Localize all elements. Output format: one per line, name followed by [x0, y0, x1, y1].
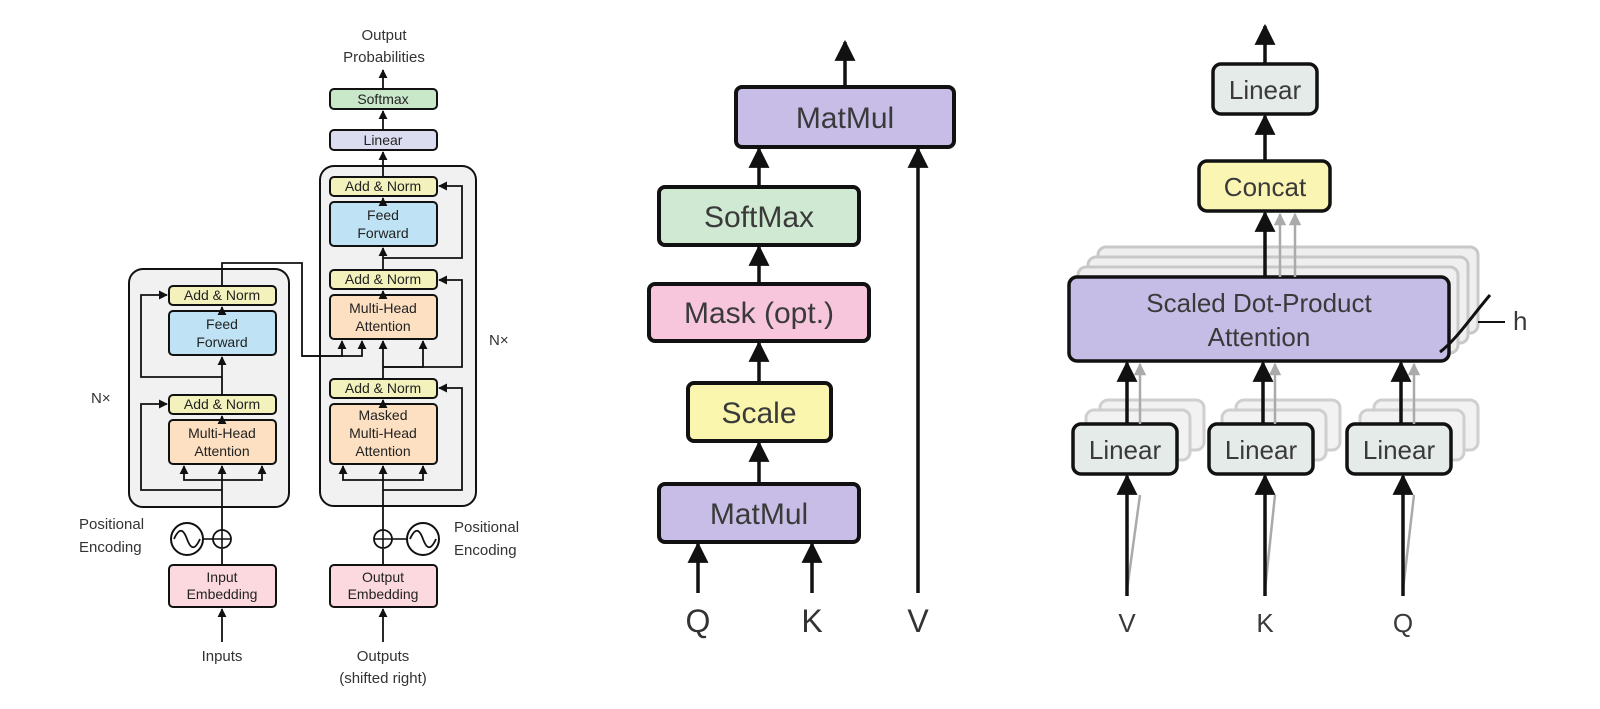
mh-linear-top-label: Linear [1229, 75, 1302, 105]
mh-v-label: V [1118, 608, 1136, 638]
transformer-panel: Output Probabilities Softmax Linear Add … [79, 27, 519, 687]
decoder-add-norm-3-label: Add & Norm [345, 178, 421, 194]
scaled-dot-product-panel: MatMul SoftMax Mask (opt.) Scale MatMul … [647, 39, 956, 639]
linear-k-label: Linear [1225, 435, 1298, 465]
encoder-positional-encoding-line1: Positional [79, 516, 144, 533]
encoder-positional-encoding-line2: Encoding [79, 539, 142, 556]
mh-arrows [1116, 23, 1414, 596]
mh-q-label: Q [1393, 608, 1413, 638]
softmax-big-label: SoftMax [704, 201, 814, 234]
decoder-sine-icon [406, 522, 440, 556]
encoder-add-icon [212, 529, 232, 549]
encoder-mha-line1: Multi-Head [188, 425, 256, 441]
encoder-feed-forward-line1: Feed [206, 316, 238, 332]
mh-k-label: K [1256, 608, 1274, 638]
masked-mha-line1: Masked [358, 407, 407, 423]
concat-label: Concat [1224, 172, 1307, 202]
encoder-feed-forward-line2: Forward [196, 334, 247, 350]
scale-label: Scale [721, 397, 796, 430]
decoder-add-icon [373, 529, 393, 549]
output-probabilities-line1: Output [361, 27, 407, 44]
linear-v-label: Linear [1089, 435, 1162, 465]
decoder-feed-forward-line2: Forward [357, 225, 408, 241]
q-label: Q [686, 603, 711, 639]
sdp-arrows [687, 39, 929, 593]
output-embedding-line1: Output [362, 569, 404, 585]
outputs-label-line2: (shifted right) [339, 670, 427, 687]
decoder-mha-line2: Attention [355, 318, 410, 334]
encoder-sine-icon [170, 522, 204, 556]
masked-mha-line3: Attention [355, 443, 410, 459]
encoder-add-norm-1-label: Add & Norm [184, 396, 260, 412]
softmax-label: Softmax [357, 91, 408, 107]
decoder-feed-forward-line1: Feed [367, 207, 399, 223]
decoder-positional-encoding-line1: Positional [454, 519, 519, 536]
matmul-bottom-label: MatMul [710, 498, 808, 531]
outputs-label-line1: Outputs [357, 648, 410, 665]
scaled-attention-line1: Scaled Dot-Product [1146, 288, 1372, 318]
inputs-label: Inputs [202, 648, 243, 665]
scaled-attention-line2: Attention [1208, 322, 1311, 352]
h-label: h [1513, 306, 1527, 336]
heads-bracket [1439, 294, 1492, 354]
linear-q-label: Linear [1363, 435, 1436, 465]
multi-head-panel: Linear Concat Scaled Dot-Product Attenti… [1067, 23, 1527, 638]
decoder-mha-line1: Multi-Head [349, 300, 417, 316]
decoder-nx-label: N× [489, 332, 509, 349]
input-embedding-line2: Embedding [187, 586, 258, 602]
v-label: V [907, 603, 929, 639]
encoder-nx-label: N× [91, 390, 111, 407]
matmul-top-label: MatMul [796, 102, 894, 135]
transformer-connectors [140, 69, 463, 642]
output-probabilities-line2: Probabilities [343, 49, 425, 66]
output-embedding-line2: Embedding [348, 586, 419, 602]
mh-ghost-arrows [1125, 212, 1421, 591]
encoder-add-norm-2-label: Add & Norm [184, 287, 260, 303]
decoder-add-norm-1-label: Add & Norm [345, 380, 421, 396]
encoder-mha-line2: Attention [194, 443, 249, 459]
linear-label: Linear [364, 132, 403, 148]
masked-mha-line2: Multi-Head [349, 425, 417, 441]
input-embedding-line1: Input [206, 569, 237, 585]
mask-label: Mask (opt.) [684, 297, 834, 330]
decoder-positional-encoding-line2: Encoding [454, 542, 517, 559]
decoder-add-norm-2-label: Add & Norm [345, 271, 421, 287]
k-label: K [801, 603, 822, 639]
